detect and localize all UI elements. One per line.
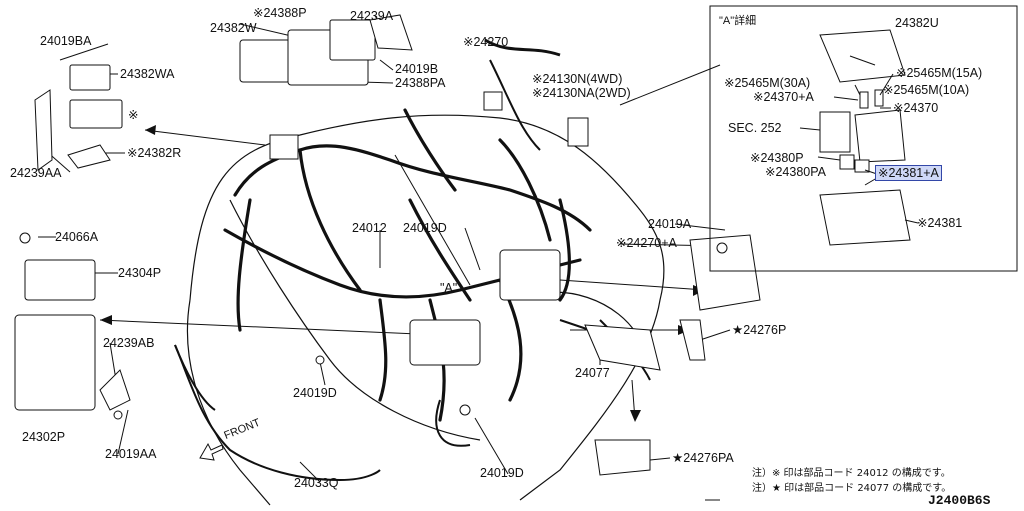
label-24380PA: ※24380PA [765,165,826,179]
note-line-1: 注）※ 印は部品コード 24012 の構成です。 [752,468,951,479]
label-24077: 24077 [575,366,610,380]
label-24382WA: 24382WA [120,67,175,81]
secondary-harness [174,59,651,482]
label-24019D-mid: 24019D [293,386,337,400]
label-24019D-top: 24019D [403,221,447,235]
label-24381-A-highlighted[interactable]: ※24381+A [875,165,942,181]
note-line-2: 注）★ 印は部品コード 24077 の構成です。 [752,483,952,494]
label-24130NA: ※24130NA(2WD) [532,86,631,100]
diagram-code: J2400B6S [928,493,991,508]
label-24033Q: 24033Q [294,476,339,490]
label-24382W: 24382W [210,21,257,35]
component-sketches [14,14,761,476]
label-24019BA: 24019BA [40,34,92,48]
label-24302P: 24302P [22,430,66,444]
label-24019B: 24019B [395,62,439,76]
label-24370: ※24370 [893,101,939,115]
label-24380P: ※24380P [750,151,804,165]
label-star-part: ※ [128,108,139,122]
label-24276PA: ★24276PA [672,451,734,465]
car-fender-outline [186,299,271,506]
label-24019AA: 24019AA [105,447,157,461]
label-25465M-30A: ※25465M(30A) [724,76,811,90]
view-marker-a: "A" [440,281,458,295]
label-24130N: ※24130N(4WD) [532,72,623,86]
label-24239A: 24239A [350,9,394,23]
label-24239AA: 24239AA [10,166,62,180]
detail-a-title: "A"詳細 [719,15,757,27]
label-24270-A: ※24270+A [616,236,677,250]
label-24382R: ※24382R [127,146,182,160]
label-25465M-10A: ※25465M(10A) [883,83,970,97]
label-24019A: 24019A [648,217,692,231]
label-24066A: 24066A [55,230,99,244]
label-sec-252: SEC. 252 [728,121,782,135]
label-24370-A: ※24370+A [753,90,814,104]
detail-a-frame [709,5,1018,272]
label-24012: 24012 [352,221,387,235]
label-24019D-bottom: 24019D [480,466,524,480]
label-24382U: 24382U [895,16,939,30]
label-24388P: ※24388P [253,6,307,20]
front-arrow-icon [199,442,224,461]
label-24270: ※24270 [463,35,509,49]
label-24304P: 24304P [118,266,162,280]
label-24388PA: 24388PA [395,76,446,90]
detail-a-components [799,29,919,246]
label-24381: ※24381 [917,216,963,230]
engine-bay-outline [229,199,481,441]
label-25465M-15A: ※25465M(15A) [896,66,983,80]
label-24239AB: 24239AB [103,336,155,350]
label-24276P: ★24276P [732,323,787,337]
